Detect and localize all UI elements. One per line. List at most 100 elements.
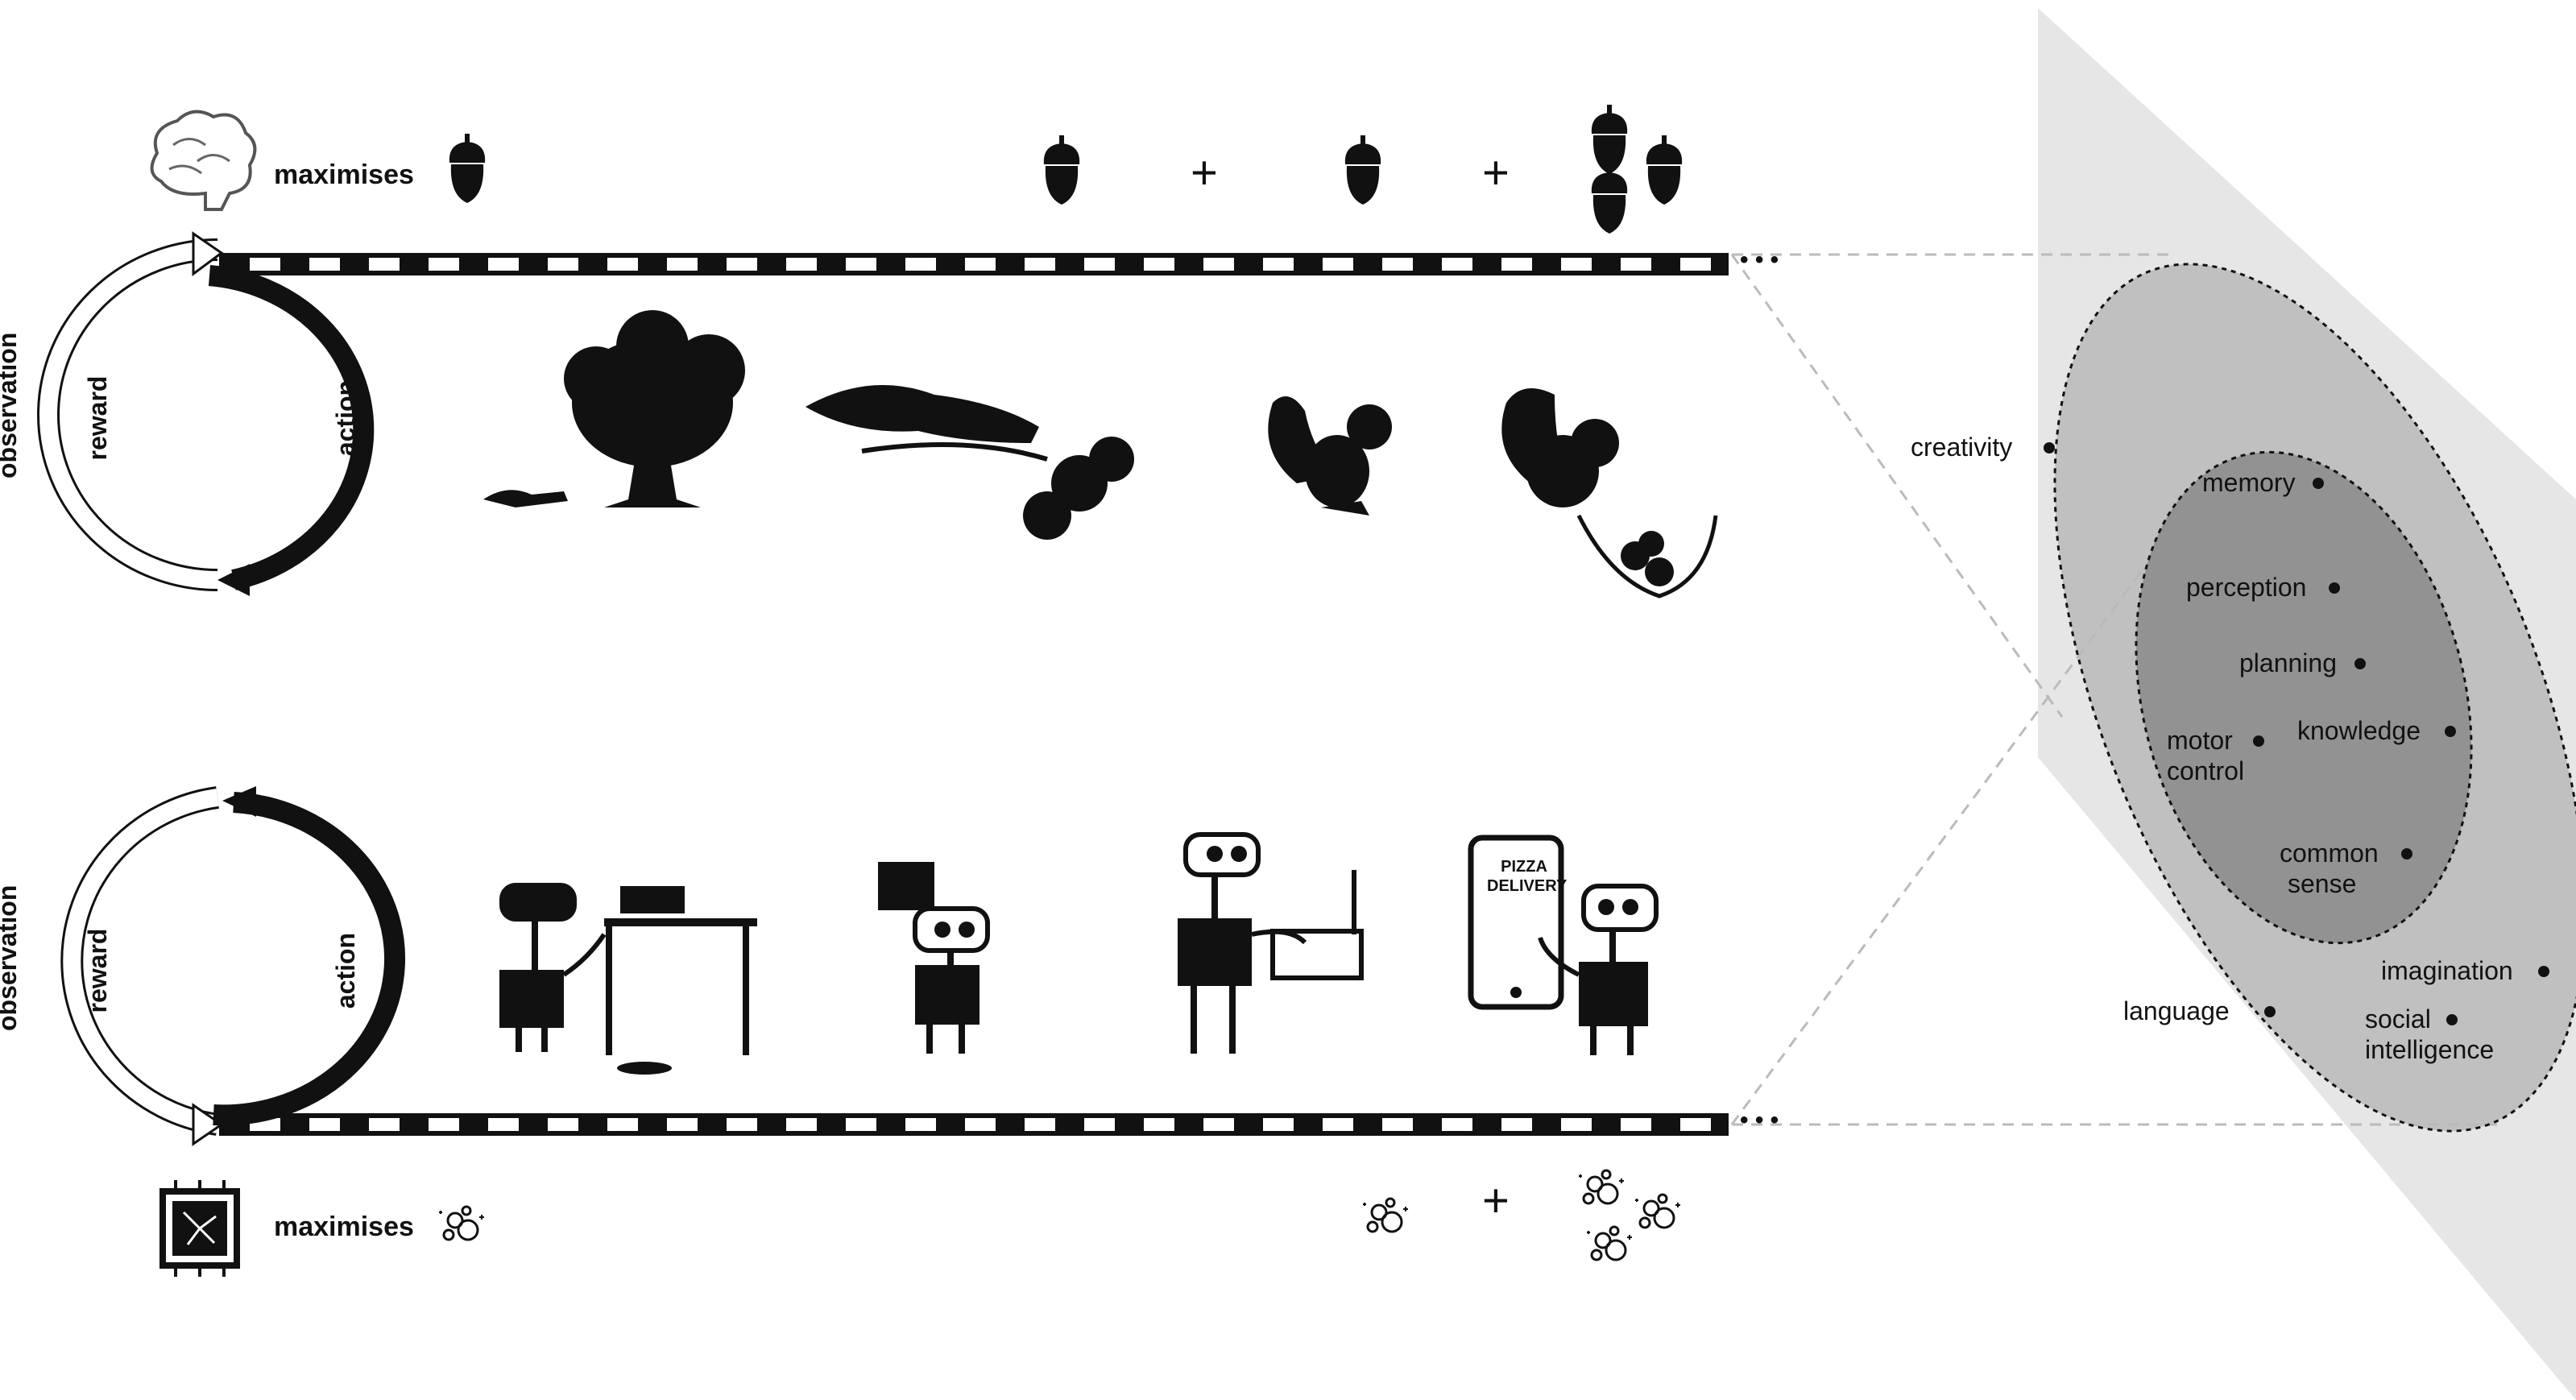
brain-icon	[150, 110, 257, 211]
social-intelligence-dot	[2446, 1014, 2458, 1025]
timeline-segment	[1442, 1118, 1472, 1131]
timeline-segment	[1263, 258, 1294, 271]
top-maximises-label: maximises	[274, 159, 414, 190]
timeline-segment	[1084, 258, 1115, 271]
timeline-segment	[1561, 258, 1592, 271]
memory-dot	[2313, 478, 2324, 489]
timeline-segment	[786, 258, 817, 271]
core-abilities-ellipse	[2135, 450, 2473, 945]
timeline-segment	[846, 1118, 876, 1131]
timeline-segment	[905, 258, 936, 271]
timeline-segment	[786, 1118, 817, 1131]
timeline-segment	[607, 1118, 638, 1131]
timeline-segment	[309, 258, 340, 271]
timeline-segment	[1144, 1118, 1174, 1131]
acorn-icon	[449, 134, 486, 203]
bottom-timeline	[219, 1113, 1729, 1136]
robot-washing-dishes-icon	[1178, 832, 1364, 1054]
squirrel-eating-icon	[1268, 396, 1392, 516]
common-sense-line-2: sense	[2288, 869, 2357, 898]
robot-clearing-table-icon	[499, 883, 757, 1075]
timeline-segment	[727, 258, 757, 271]
timeline-segment	[1621, 1118, 1651, 1131]
timeline-segment	[369, 258, 400, 271]
chip-icon	[159, 1180, 240, 1277]
timeline-segment	[846, 258, 876, 271]
timeline-segment	[1680, 258, 1711, 271]
projection-line-top-diag	[1730, 254, 2064, 718]
common-sense-label: common sense	[2280, 838, 2379, 899]
timeline-segment	[488, 258, 519, 271]
timeline-segment	[1561, 1118, 1592, 1131]
planning-dot	[2354, 658, 2366, 669]
motor-control-line-1: motor	[2167, 726, 2233, 755]
motor-control-label: motor control	[2167, 725, 2244, 786]
timeline-segment	[1382, 1118, 1413, 1131]
timeline-segment	[965, 258, 996, 271]
top-timeline	[219, 253, 1729, 275]
timeline-segment	[1323, 1118, 1353, 1131]
robot-carrying-plates-icon	[878, 862, 990, 1054]
acorn-reward-3	[1591, 105, 1683, 234]
memory-label: memory	[2202, 468, 2296, 497]
timeline-segment	[309, 1118, 340, 1131]
top-reward-label: reward	[83, 375, 112, 461]
phone-text-line-1: PIZZA	[1501, 858, 1547, 876]
imagination-label: imagination	[2381, 956, 2513, 985]
knowledge-label: knowledge	[2297, 716, 2421, 745]
social-intelligence-line-1: social	[2365, 1004, 2431, 1033]
timeline-segment	[1203, 258, 1234, 271]
timeline-segment	[548, 258, 578, 271]
motor-control-line-2: control	[2167, 756, 2245, 785]
timeline-segment	[1501, 258, 1532, 271]
timeline-segment	[1323, 258, 1353, 271]
timeline-segment	[905, 1118, 936, 1131]
knowledge-dot	[2445, 726, 2456, 737]
abilities-panel	[1730, 8, 2576, 1400]
bottom-reward-label: reward	[83, 928, 112, 1013]
timeline-segment	[1263, 1118, 1294, 1131]
top-observation-label: observation	[0, 332, 22, 478]
bottom-maximises-label: maximises	[274, 1212, 414, 1242]
perception-label: perception	[2186, 573, 2307, 602]
social-intelligence-label: social intelligence	[2365, 1004, 2494, 1065]
timeline-segment	[429, 1118, 459, 1131]
timeline-segment	[667, 1118, 698, 1131]
timeline-segment	[1680, 1118, 1711, 1131]
timeline-segment	[1084, 1118, 1115, 1131]
top-loop	[37, 231, 375, 596]
top-continuation: • • •	[1740, 246, 1779, 273]
bottom-action-label: action	[331, 932, 360, 1009]
robot-pizza-delivery-icon	[1468, 835, 1659, 1055]
timeline-segment	[488, 1118, 519, 1131]
timeline-segment	[1144, 258, 1174, 271]
timeline-segment	[1382, 258, 1413, 271]
timeline-segment	[369, 1118, 400, 1131]
squirrel-storing-acorns-icon	[1501, 388, 1718, 599]
timeline-segment	[965, 1118, 996, 1131]
common-sense-line-1: common	[2280, 839, 2379, 868]
timeline-segment	[548, 1118, 578, 1131]
bottom-action-arrow	[213, 792, 405, 1126]
timeline-segment	[667, 258, 698, 271]
timeline-segment	[250, 258, 280, 271]
language-dot	[2264, 1006, 2276, 1017]
motor-control-dot	[2253, 735, 2264, 747]
perception-dot	[2329, 582, 2340, 594]
top-plus-1: +	[1191, 147, 1218, 199]
bottom-loop	[60, 786, 405, 1146]
common-sense-dot	[2401, 848, 2412, 859]
squirrel-on-branch-icon	[806, 385, 1134, 540]
squirrel-and-tree-icon	[483, 310, 745, 507]
bubbles-reward-1	[1361, 1197, 1410, 1233]
planning-label: planning	[2239, 648, 2337, 677]
timeline-segment	[1025, 258, 1055, 271]
creativity-label: creativity	[1911, 433, 2013, 462]
social-intelligence-line-2: intelligence	[2365, 1035, 2495, 1064]
imagination-dot	[2538, 966, 2549, 977]
top-plus-2: +	[1482, 147, 1510, 199]
timeline-segment	[429, 258, 459, 271]
bubbles-reward-2	[1577, 1169, 1682, 1261]
timeline-segment	[1501, 1118, 1532, 1131]
